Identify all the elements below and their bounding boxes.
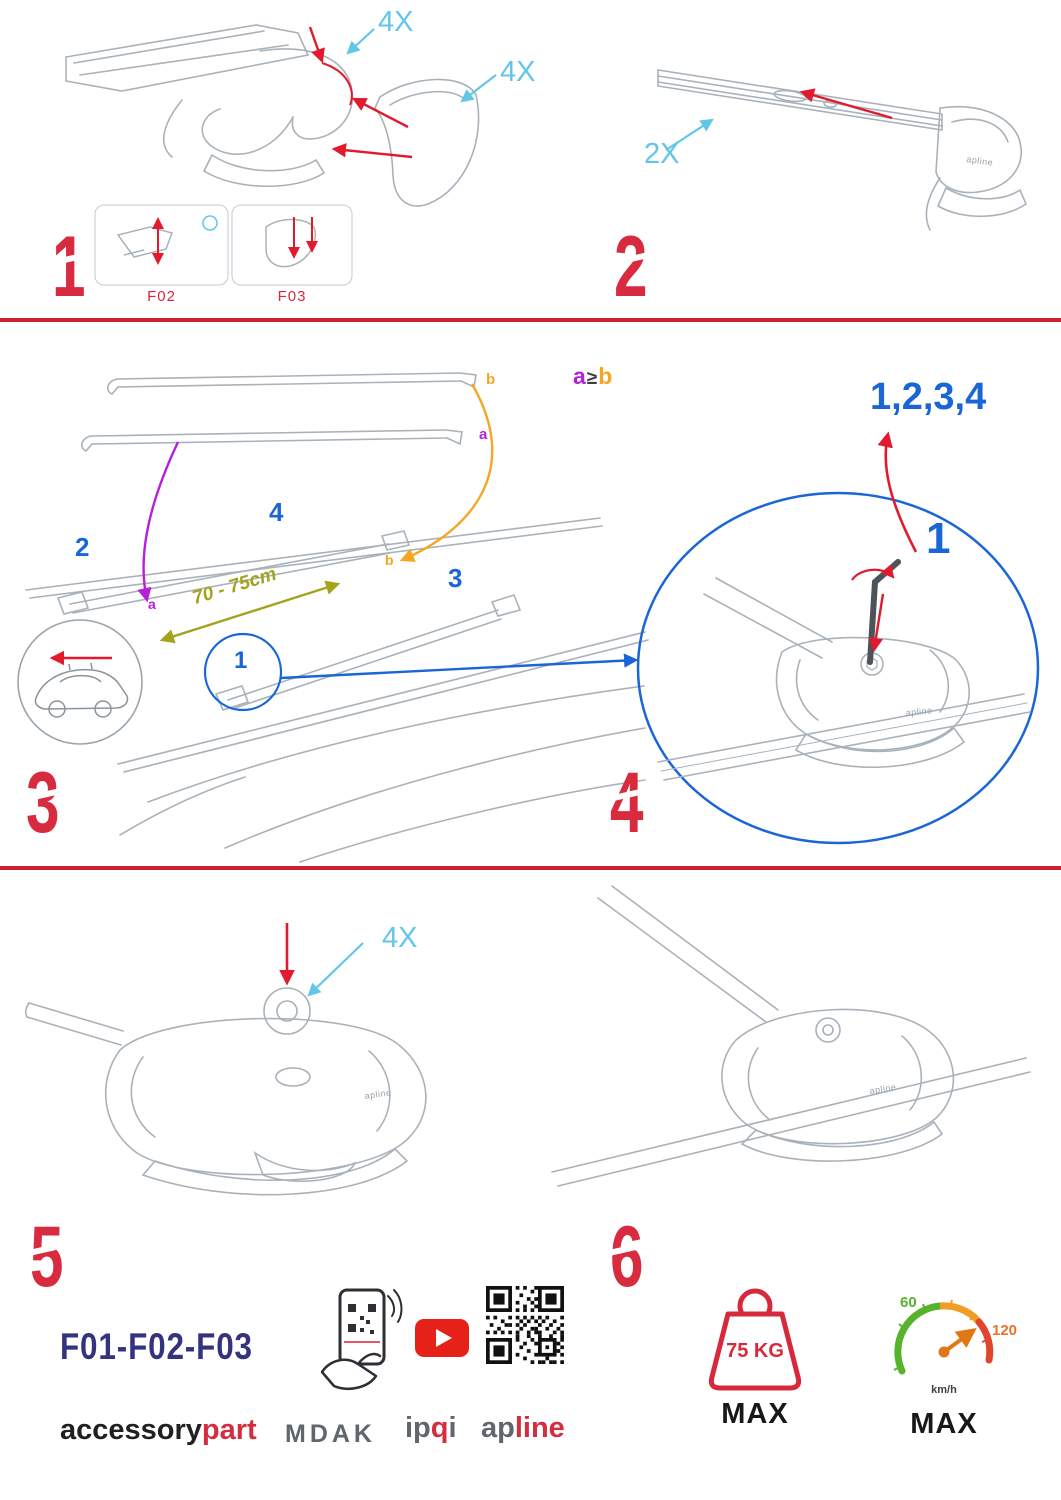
tightening-sequence-label: 1,2,3,4 — [870, 376, 987, 418]
accessorypart-logo-red: part — [201, 1414, 257, 1446]
rotate-arrow — [851, 564, 895, 581]
step-4-illustration: apline — [636, 431, 1040, 845]
rule-a: a — [573, 363, 586, 389]
max-speed-gauge-icon — [893, 1299, 994, 1375]
qty-arrow-bar — [665, 118, 714, 151]
roof-a-label: a — [148, 596, 156, 612]
qty-arrow-cover — [460, 74, 497, 103]
accessorypart-logo: accessorypart — [60, 1416, 257, 1445]
rule-operator: ≥ — [586, 368, 598, 389]
car-direction-inset — [17, 619, 143, 745]
length-rule: a≥b — [573, 363, 613, 389]
ipqi-logo-q: q — [430, 1412, 449, 1444]
apline-logo-line: line — [514, 1412, 565, 1444]
cover-to-clamp-arrow — [351, 97, 409, 129]
step-5-assembled-illustration: apline — [551, 885, 1031, 1187]
max-load-value: 75 KG — [726, 1340, 784, 1362]
clamp-logo-text: apline — [966, 154, 994, 168]
bar-b-position-arrow — [399, 383, 494, 562]
step-6-number: 6 — [610, 1209, 644, 1305]
qty-label-cover: 4X — [500, 56, 536, 88]
section-divider-top — [0, 318, 1061, 322]
ipqi-logo-ip: ip — [405, 1412, 431, 1444]
mdak-logo: MDAK — [285, 1420, 376, 1448]
ipqi-logo-i: i — [448, 1412, 457, 1444]
youtube-icon — [415, 1319, 469, 1357]
speed-high-label: 120 — [992, 1322, 1018, 1339]
qty-label-bar: 2X — [644, 138, 680, 170]
max-load-label: MAX — [721, 1398, 789, 1430]
ipqi-logo: ipqi — [405, 1414, 457, 1443]
detail-callout-line — [280, 653, 639, 680]
tightening-detail-drawing — [657, 577, 1031, 781]
qty-arrow-cap — [307, 942, 364, 997]
sequence-arrow — [877, 431, 918, 553]
slide-in-arrow — [799, 88, 893, 120]
clamp-logo-text: apline — [905, 705, 933, 718]
roof-and-bars-drawing — [25, 372, 649, 863]
model-codes: F01-F02-F03 — [60, 1326, 253, 1367]
apline-logo: apline — [481, 1414, 565, 1443]
foot-1-callout-circle — [203, 632, 283, 712]
step-2-number: 2 — [614, 219, 648, 315]
foot-with-cap-drawing — [24, 987, 427, 1196]
part-code-f02: F02 — [147, 288, 176, 305]
step-1-number: 1 — [52, 219, 86, 315]
clamp-seat-highlight — [321, 62, 353, 106]
step-5-cap-illustration: apline — [24, 923, 427, 1196]
position-4-label: 4 — [269, 497, 284, 527]
loose-bar-b-label: b — [486, 371, 496, 388]
loose-bar-a-label: a — [479, 426, 488, 443]
sequence-start-label: 1 — [926, 514, 951, 563]
rule-b: b — [598, 363, 613, 389]
max-speed-label: MAX — [910, 1408, 978, 1440]
step-2-illustration: apline — [657, 69, 1027, 231]
apline-logo-ap: ap — [481, 1412, 515, 1444]
speed-unit-label: km/h — [931, 1384, 957, 1396]
part-thumbnail-boxes — [94, 204, 353, 286]
position-1-label: 1 — [234, 647, 248, 674]
step-4-number: 4 — [610, 755, 644, 851]
roof-b-label: b — [385, 552, 394, 568]
magnifier-ellipse — [636, 491, 1040, 845]
section-divider-bottom — [0, 866, 1061, 870]
distance-arrow — [159, 580, 341, 644]
insert-arrow — [308, 26, 325, 64]
qty-arrow-clamp — [346, 28, 375, 55]
qty-label-clamp: 4X — [378, 6, 414, 38]
clamp-logo-text: apline — [869, 1082, 897, 1096]
position-2-label: 2 — [75, 532, 90, 562]
step-5-number: 5 — [30, 1209, 64, 1305]
tighten-down-arrow — [868, 593, 885, 653]
position-3-label: 3 — [448, 563, 463, 593]
qr-code — [486, 1286, 564, 1364]
step-3-illustration — [17, 372, 649, 863]
crossbar-clamp-drawing — [65, 24, 480, 207]
qr-scan-phone-icon — [320, 1288, 403, 1390]
step-1-illustration — [65, 24, 497, 286]
bar-a-position-arrow — [137, 441, 180, 603]
step-3-number: 3 — [26, 755, 60, 851]
max-load-weight-icon — [708, 1288, 802, 1391]
crossbar-with-foot-drawing — [657, 69, 1027, 231]
cover-to-pad-arrow — [331, 143, 413, 159]
accessorypart-logo-black: accessory — [60, 1414, 202, 1446]
speed-low-label: 60 — [900, 1294, 917, 1311]
assembled-foot-drawing — [551, 885, 1031, 1187]
part-code-f03: F03 — [277, 288, 307, 305]
clamp-logo-text: apline — [364, 1087, 392, 1101]
qty-label-cap: 4X — [382, 922, 418, 954]
